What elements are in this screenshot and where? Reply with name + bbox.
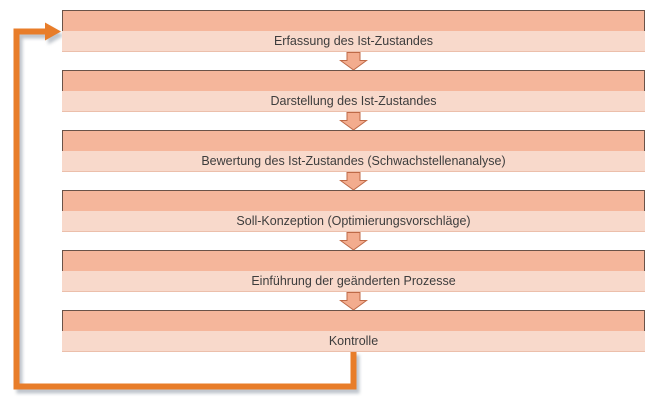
down-block-arrow-icon: [339, 292, 368, 311]
process-step-3: Bewertung des Ist-Zustandes (Schwachstel…: [62, 130, 645, 172]
step-dark-band: [62, 310, 645, 331]
process-step-6: Kontrolle: [62, 310, 645, 352]
step-light-band: Erfassung des Ist-Zustandes: [62, 31, 645, 52]
step-dark-band: [62, 250, 645, 271]
step-label: Erfassung des Ist-Zustandes: [273, 33, 434, 48]
down-block-arrow-icon: [339, 52, 368, 71]
step-dark-band: [62, 70, 645, 91]
step-light-band: Bewertung des Ist-Zustandes (Schwachstel…: [62, 151, 645, 172]
step-light-band: Darstellung des Ist-Zustandes: [62, 91, 645, 112]
step-light-band: Einführung der geänderten Prozesse: [62, 271, 645, 292]
down-block-arrow-icon: [339, 112, 368, 131]
step-dark-band: [62, 130, 645, 151]
step-label: Einführung der geänderten Prozesse: [251, 273, 456, 288]
process-step-5: Einführung der geänderten Prozesse: [62, 250, 645, 292]
down-block-arrow-icon: [339, 172, 368, 191]
step-label: Soll-Konzeption (Optimierungsvorschläge): [236, 213, 471, 228]
step-label: Darstellung des Ist-Zustandes: [270, 93, 437, 108]
down-block-arrow-icon: [339, 232, 368, 251]
step-light-band: Kontrolle: [62, 331, 645, 352]
step-label: Kontrolle: [328, 333, 379, 348]
step-light-band: Soll-Konzeption (Optimierungsvorschläge): [62, 211, 645, 232]
process-step-4: Soll-Konzeption (Optimierungsvorschläge): [62, 190, 645, 232]
step-dark-band: [62, 10, 645, 31]
process-step-1: Erfassung des Ist-Zustandes: [62, 10, 645, 52]
step-label: Bewertung des Ist-Zustandes (Schwachstel…: [201, 153, 506, 168]
process-step-2: Darstellung des Ist-Zustandes: [62, 70, 645, 112]
step-dark-band: [62, 190, 645, 211]
